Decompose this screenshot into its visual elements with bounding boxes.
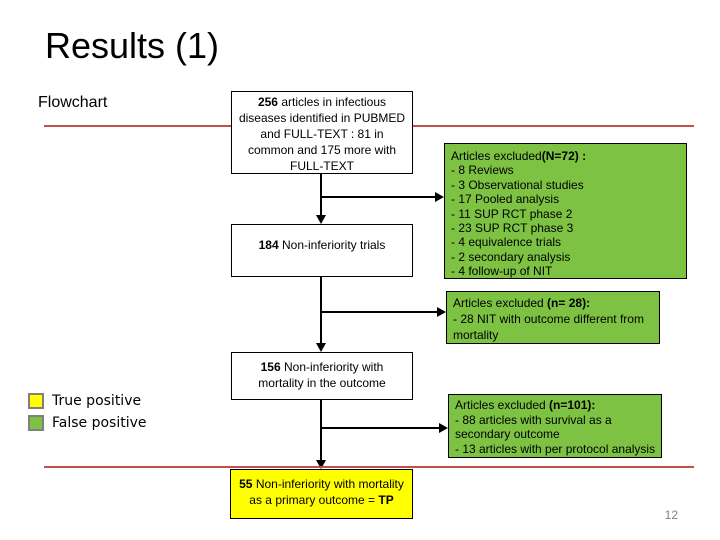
page-number: 12 [664,508,678,522]
primary-line-2: as a primary outcome = TP [249,493,394,507]
excluded-1-item: - 23 SUP RCT phase 3 [451,221,574,236]
excluded-1-item: - 2 secondary analysis [451,249,571,264]
arrow-to-box-4 [316,460,326,469]
connector-2-right [321,311,437,313]
primary-line-1: 55 Non-inferiority with mortality [239,477,404,491]
identified-line-4: common and 175 more with [247,143,397,157]
legend-false-label: False positive [52,415,147,431]
excluded-3-item: - 13 articles with per protocol analysis [455,441,656,456]
excluded-2-heading: Articles excluded (n= 28): [453,296,591,310]
excluded-3-item: secondary outcome [455,427,560,441]
mortality-line-1: 156 Non-inferiority with [260,360,384,374]
identified-line-3: and FULL-TEXT : 81 in [260,127,384,141]
identified-line-5: FULL-TEXT [289,159,354,173]
connector-3-right [321,427,439,429]
excluded-box-3: Articles excluded (n=101): - 88 articles… [448,394,662,458]
legend-false-positive: False positive [28,415,147,431]
excluded-3-item: - 88 articles with survival as a [455,412,612,427]
excluded-1-item: - 17 Pooled analysis [451,192,560,207]
identified-line-1: 256 articles in infectious [257,95,387,109]
connector-2-down [320,277,322,344]
excluded-1-item: - 3 Observational studies [451,177,584,192]
connector-1-down [320,174,322,216]
arrow-to-excluded-1 [435,192,444,202]
excluded-1-item: - 4 follow-up of NIT [451,264,553,279]
excluded-2-item: mortality [453,328,499,342]
identified-line-2: diseases identified in PUBMED [238,111,406,125]
primary-outcome-box: 55 Non-inferiority with mortality as a p… [230,469,413,519]
mortality-outcome-box: 156 Non-inferiority with mortality in th… [231,352,413,400]
excluded-1-item: - 11 SUP RCT phase 2 [451,206,573,221]
mortality-line-2: mortality in the outcome [258,376,386,390]
legend-true-swatch [28,393,44,409]
arrow-to-box-3 [316,343,326,352]
arrow-to-box-2 [316,215,326,224]
noninferiority-line: 184 Non-inferiority trials [258,238,386,252]
arrow-to-excluded-2 [437,307,446,317]
page-title: Results (1) [45,25,220,66]
excluded-3-heading: Articles excluded (n=101): [455,398,596,412]
connector-3-down [320,400,322,461]
excluded-box-1: Articles excluded(N=72) : - 8 Reviews - … [444,143,687,279]
excluded-1-heading: Articles excluded(N=72) : [451,149,587,163]
excluded-1-item: - 4 equivalence trials [451,235,562,250]
bottom-divider [44,466,694,468]
flowchart-label: Flowchart [38,94,108,111]
identified-articles-box: 256 articles in infectious diseases iden… [231,91,413,174]
legend-true-positive: True positive [28,393,141,409]
legend-true-label: True positive [52,393,142,409]
excluded-box-2: Articles excluded (n= 28): - 28 NIT with… [446,291,660,344]
noninferiority-trials-box: 184 Non-inferiority trials [231,224,413,277]
excluded-2-item: - 28 NIT with outcome different from [453,312,644,326]
excluded-1-item: - 8 Reviews [451,163,514,178]
arrow-to-excluded-3 [439,423,448,433]
connector-1-right [321,196,435,198]
legend-false-swatch [28,415,44,431]
